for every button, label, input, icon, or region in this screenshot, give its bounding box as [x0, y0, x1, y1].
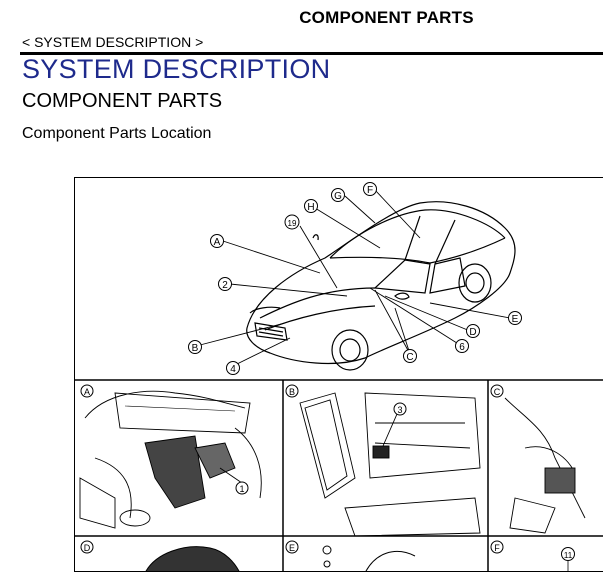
- subsection-title: Component Parts Location: [22, 125, 212, 142]
- callout-A: A: [210, 234, 224, 248]
- callout-E: E: [508, 311, 522, 325]
- callout-H: H: [304, 199, 318, 213]
- svg-text:A: A: [214, 237, 221, 248]
- svg-text:1: 1: [239, 484, 244, 494]
- svg-text:E: E: [512, 314, 519, 325]
- svg-text:6: 6: [459, 342, 465, 353]
- component-location-figure: A 2 B 4 19 H G F C 6 D E: [74, 177, 603, 572]
- svg-text:D: D: [469, 327, 476, 338]
- svg-text:19: 19: [288, 219, 297, 228]
- svg-text:E: E: [289, 543, 295, 553]
- panel-B: B 3: [285, 384, 481, 537]
- car-illustration: [246, 201, 516, 371]
- leader-lines: [199, 189, 511, 366]
- svg-text:B: B: [192, 343, 199, 354]
- section-title: COMPONENT PARTS: [22, 90, 223, 112]
- callouts: A 2 B 4 19 H G F C 6 D E: [188, 182, 522, 375]
- panel-D: D: [80, 540, 240, 571]
- svg-text:2: 2: [222, 280, 228, 291]
- panel-C: C: [490, 384, 586, 534]
- svg-text:3: 3: [397, 405, 402, 415]
- breadcrumb[interactable]: < SYSTEM DESCRIPTION >: [22, 34, 204, 50]
- callout-4: 4: [226, 361, 240, 375]
- svg-text:A: A: [84, 387, 90, 397]
- callout-19: 19: [284, 214, 300, 230]
- callout-B: B: [188, 340, 202, 354]
- svg-text:4: 4: [230, 364, 236, 375]
- header-divider: [20, 52, 603, 55]
- svg-text:F: F: [367, 185, 373, 196]
- svg-text:11: 11: [564, 551, 573, 560]
- callout-G: G: [331, 188, 345, 202]
- svg-text:G: G: [334, 191, 342, 202]
- panel-A: A 1: [79, 384, 262, 529]
- svg-text:C: C: [406, 352, 413, 363]
- svg-text:B: B: [289, 387, 295, 397]
- svg-text:H: H: [307, 202, 314, 213]
- callout-C: C: [403, 349, 417, 363]
- svg-text:F: F: [494, 543, 500, 553]
- callout-2: 2: [218, 277, 232, 291]
- panel-grid: [75, 379, 603, 571]
- callout-D: D: [466, 324, 480, 338]
- panel-F: F 11: [490, 540, 575, 571]
- svg-text:C: C: [494, 387, 501, 397]
- callout-F: F: [363, 182, 377, 196]
- callout-6: 6: [455, 339, 469, 353]
- page-header-title: COMPONENT PARTS: [299, 8, 474, 27]
- svg-text:D: D: [84, 543, 91, 553]
- panel-E: E: [285, 540, 416, 571]
- system-title: SYSTEM DESCRIPTION: [22, 54, 331, 84]
